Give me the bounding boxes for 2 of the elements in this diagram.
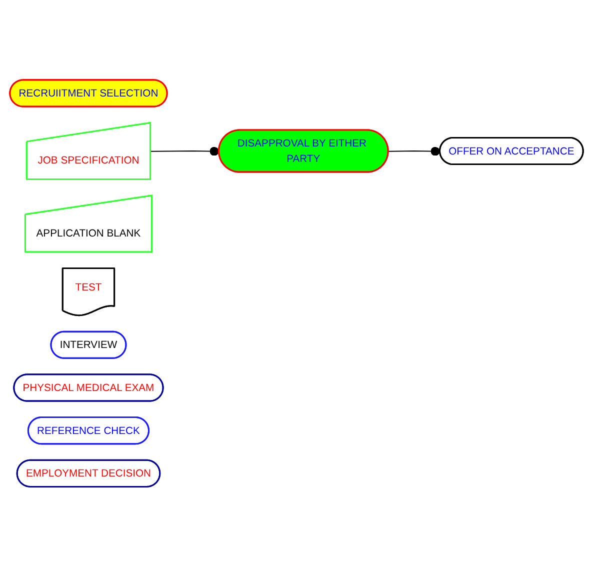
connector (388, 147, 440, 156)
connector (150, 147, 220, 156)
